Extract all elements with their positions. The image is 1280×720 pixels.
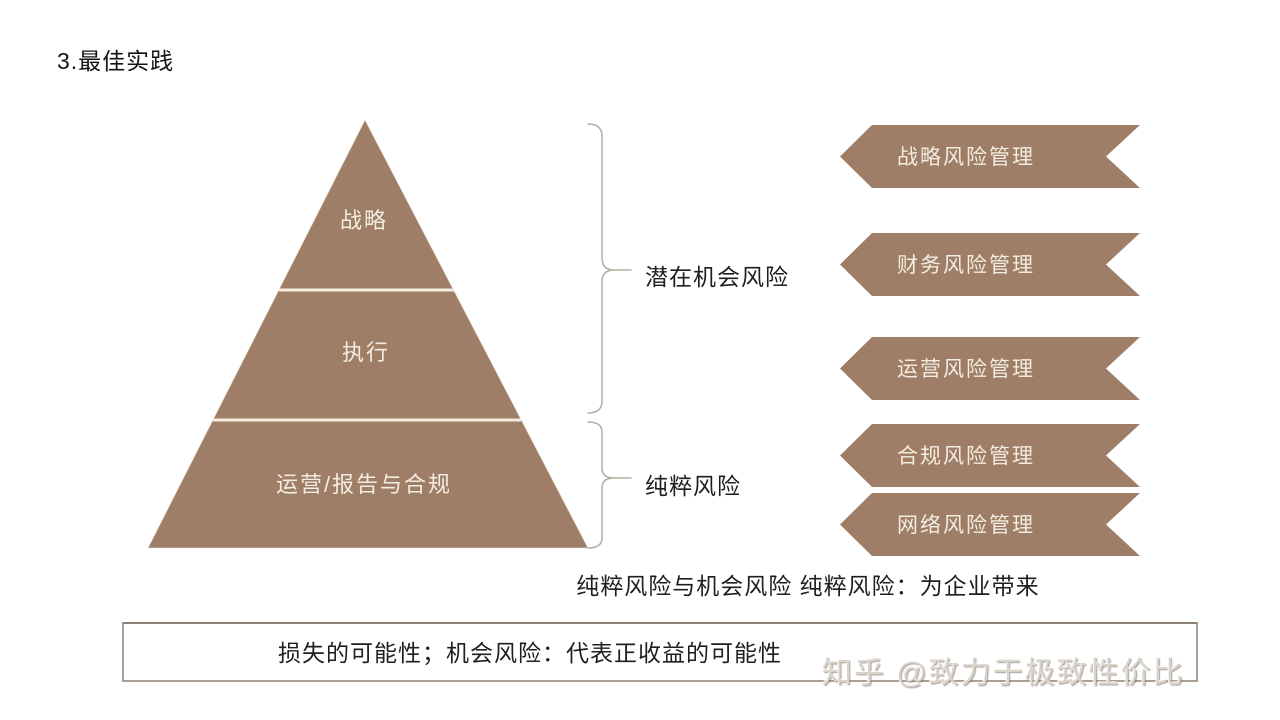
banner-financial-risk-label: 财务风险管理 [897, 254, 1035, 277]
bracket-label-pure-risk: 纯粹风险 [645, 473, 741, 499]
pyramid-level-strategy-label: 战略 [340, 208, 388, 233]
banner-cyber-risk-label: 网络风险管理 [897, 514, 1035, 537]
summary-box-text: 损失的可能性；机会风险：代表正收益的可能性 [278, 640, 782, 666]
banner-operational-risk-shape [840, 337, 1140, 400]
banner-compliance-risk: 合规风险管理 [840, 424, 1140, 487]
banner-cyber-risk-shape [840, 493, 1140, 556]
banner-operational-risk: 运营风险管理 [840, 337, 1140, 400]
pyramid-shape [147, 118, 589, 549]
page-title: 3.最佳实践 [57, 48, 175, 74]
banner-compliance-risk-label: 合规风险管理 [897, 445, 1035, 468]
banner-cyber-risk: 网络风险管理 [840, 493, 1140, 556]
pyramid-level-operations-label: 运营/报告与合规 [276, 472, 452, 497]
bracket-label-opportunity-risk: 潜在机会风险 [645, 264, 789, 290]
banner-strategic-risk-label: 战略风险管理 [897, 146, 1035, 169]
banner-strategic-risk-shape [840, 125, 1140, 188]
banner-operational-risk-label: 运营风险管理 [897, 358, 1035, 381]
pyramid-level-execution-label: 执行 [342, 340, 390, 365]
banner-financial-risk-shape [840, 233, 1140, 296]
watermark: 知乎 @致力于极致性价比 [822, 657, 1185, 690]
summary-box [122, 622, 1198, 682]
banner-strategic-risk: 战略风险管理 [840, 125, 1140, 188]
brace-opportunity-risk [587, 123, 615, 414]
brace-pure-risk [587, 421, 615, 549]
banner-list: 战略风险管理 财务风险管理 运营风险管理 合规风险管理 网络风险管理 [840, 125, 1140, 556]
banner-financial-risk: 财务风险管理 [840, 233, 1140, 296]
braces [587, 123, 632, 549]
note-line-1: 纯粹风险与机会风险 纯粹风险：为企业带来 [576, 573, 1040, 599]
pyramid: 战略 执行 运营/报告与合规 [147, 118, 589, 549]
banner-compliance-risk-shape [840, 424, 1140, 487]
